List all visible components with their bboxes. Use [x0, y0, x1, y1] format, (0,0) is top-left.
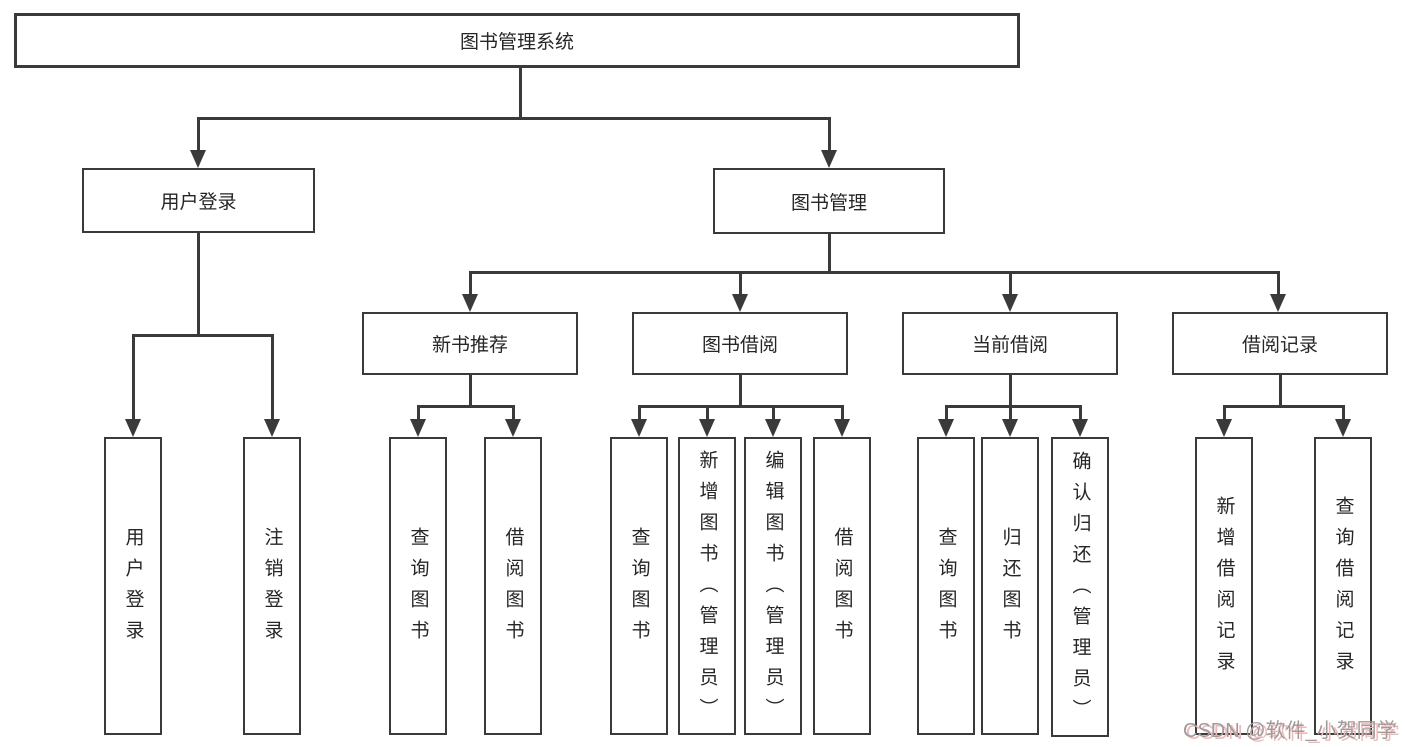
node-current-borrowing: 当前借阅 [902, 312, 1118, 375]
connector-line [131, 333, 274, 337]
connector-line [705, 406, 709, 422]
leaf-borrow-borrow-books: 借阅图书 [813, 437, 871, 735]
arrowhead-down-icon [1002, 294, 1018, 312]
node-label: 查询图书 [628, 527, 650, 651]
leaf-records-add-record: 新增借阅记录 [1195, 437, 1253, 735]
node-label: 查询借阅记录 [1332, 496, 1354, 682]
node-label: 借阅图书 [502, 527, 524, 651]
leaf-current-query-books: 查询图书 [917, 437, 975, 735]
node-label: 查询图书 [407, 527, 429, 651]
connector-line [827, 234, 831, 274]
leaf-borrow-edit-books-admin: 编辑图书（管理员） [744, 437, 802, 735]
leaf-records-query-record: 查询借阅记录 [1314, 437, 1372, 735]
arrowhead-down-icon [1002, 419, 1018, 437]
connector-line [1222, 406, 1226, 422]
node-label: 新增借阅记录 [1213, 496, 1235, 682]
node-library-management-system: 图书管理系统 [14, 13, 1020, 68]
connector-line [416, 406, 420, 422]
node-label: 借阅图书 [831, 527, 853, 651]
leaf-logout: 注销登录 [243, 437, 301, 735]
connector-line [468, 272, 472, 297]
arrowhead-down-icon [505, 419, 521, 437]
node-book-borrowing: 图书借阅 [632, 312, 848, 375]
connector-line [511, 406, 515, 422]
connector-line [637, 404, 844, 408]
connector-line [1078, 406, 1082, 422]
connector-line [637, 406, 641, 422]
connector-line [738, 272, 742, 297]
node-label: 图书管理 [790, 192, 867, 214]
connector-line [840, 406, 844, 422]
arrowhead-down-icon [462, 294, 478, 312]
arrowhead-down-icon [190, 150, 206, 168]
connector-line [196, 118, 200, 153]
connector-line [944, 404, 1082, 408]
connector-line [1276, 272, 1280, 297]
csdn-watermark: CSDN @软件_小贺同学 [1183, 720, 1397, 742]
connector-line [196, 233, 200, 336]
connector-line [1278, 375, 1282, 408]
node-label: 新书推荐 [431, 335, 508, 356]
node-label: 用户登录 [122, 527, 144, 651]
arrowhead-down-icon [125, 419, 141, 437]
node-label: 借阅记录 [1241, 335, 1318, 356]
leaf-user-login: 用户登录 [104, 437, 162, 735]
node-label: 注销登录 [261, 527, 283, 651]
connector-line [1341, 406, 1345, 422]
arrowhead-down-icon [765, 419, 781, 437]
connector-line [468, 375, 472, 408]
node-book-management: 图书管理 [713, 168, 945, 234]
connector-line [944, 406, 948, 422]
node-label: 查询图书 [935, 527, 957, 651]
node-label: 归还图书 [999, 527, 1021, 651]
leaf-current-return-books: 归还图书 [981, 437, 1039, 735]
node-label: 编辑图书（管理员） [762, 449, 784, 729]
node-borrowing-records: 借阅记录 [1172, 312, 1388, 375]
connector-line [771, 406, 775, 422]
node-label: 新增图书（管理员） [696, 449, 718, 729]
connector-line [196, 116, 831, 120]
node-label: 确认归还（管理员） [1069, 450, 1091, 730]
leaf-newbook-query-books: 查询图书 [389, 437, 447, 735]
connector-line [270, 335, 274, 422]
node-new-book-recommend: 新书推荐 [362, 312, 578, 375]
arrowhead-down-icon [264, 419, 280, 437]
arrowhead-down-icon [834, 419, 850, 437]
arrowhead-down-icon [631, 419, 647, 437]
node-label: 用户登录 [160, 192, 237, 213]
connector-line [1222, 404, 1345, 408]
arrowhead-down-icon [732, 294, 748, 312]
connector-line [738, 375, 742, 408]
arrowhead-down-icon [699, 419, 715, 437]
node-label: 图书借阅 [701, 335, 778, 356]
leaf-current-confirm-return-admin: 确认归还（管理员） [1051, 437, 1109, 737]
connector-line [518, 68, 522, 118]
connector-line [1008, 272, 1012, 297]
connector-line [1008, 406, 1012, 422]
node-label: 图书管理系统 [459, 32, 574, 53]
node-user-login: 用户登录 [82, 168, 315, 233]
arrowhead-down-icon [1270, 294, 1286, 312]
connector-line [468, 270, 1280, 274]
arrowhead-down-icon [938, 419, 954, 437]
arrowhead-down-icon [1072, 419, 1088, 437]
connector-line [1008, 375, 1012, 408]
leaf-borrow-add-books-admin: 新增图书（管理员） [678, 437, 736, 735]
arrowhead-down-icon [1216, 419, 1232, 437]
connector-line [827, 118, 831, 153]
connector-line [416, 404, 515, 408]
node-label: 当前借阅 [971, 335, 1048, 356]
arrowhead-down-icon [1335, 419, 1351, 437]
arrowhead-down-icon [821, 150, 837, 168]
connector-line [131, 335, 135, 422]
leaf-borrow-query-books: 查询图书 [610, 437, 668, 735]
leaf-newbook-borrow-books: 借阅图书 [484, 437, 542, 735]
arrowhead-down-icon [410, 419, 426, 437]
